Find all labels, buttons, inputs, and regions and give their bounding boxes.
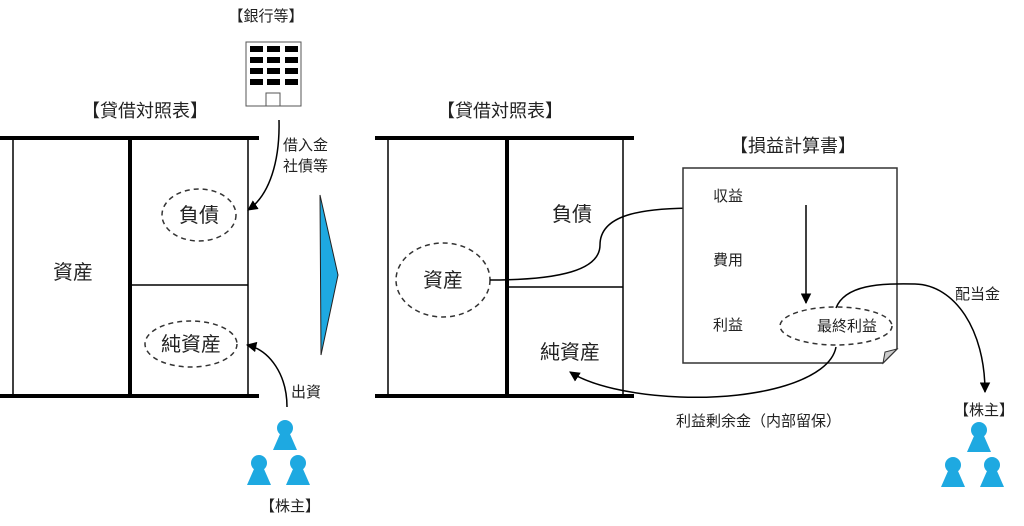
dividend-arrow [835,283,991,394]
pl-title: 【損益計算書】 [730,136,856,157]
bank: 【銀行等】 借入金 社債等 [228,7,328,211]
shareholders-icon [247,420,310,485]
liabilities-highlight [161,188,237,242]
assets-to-revenue-arrow [489,202,699,281]
pl-profit: 利益 [713,316,743,334]
borrowing-label-2: 社債等 [283,157,328,175]
left-balance-sheet: 【貸借対照表】 資産 負債 純資産 [0,101,259,398]
left-bs-liabilities: 負債 [179,203,219,227]
left-bs-assets: 資産 [53,260,93,284]
left-shareholders: 出資 【株主】 [245,341,321,515]
left-bs-title: 【貸借対照表】 [82,101,208,122]
income-statement: 【損益計算書】 収益 費用 利益 最終利益 [682,136,899,365]
borrowing-label-1: 借入金 [283,136,328,154]
investment-label: 出資 [291,383,321,401]
pl-final-profit: 最終利益 [817,317,877,335]
building-icon [245,41,302,107]
bank-label: 【銀行等】 [228,7,303,25]
right-bs-title: 【貸借対照表】 [437,101,563,122]
transition-arrow-icon [319,194,339,356]
net-assets-highlight [144,320,238,368]
dividend-label: 配当金 [955,285,1000,303]
right-balance-sheet: 【貸借対照表】 資産 負債 純資産 [375,101,634,398]
final-profit-highlight [779,306,893,346]
left-shareholders-label: 【株主】 [260,497,320,515]
shareholders-icon [941,422,1004,487]
right-bs-liabilities: 負債 [552,202,592,226]
borrowing-arrow [247,119,280,211]
right-shareholders: 【株主】 [941,401,1014,487]
retained-earnings-arrow [569,346,837,399]
retained-earnings-label: 利益剰余金（内部留保） [676,412,841,430]
pl-expenses: 費用 [713,251,743,269]
left-bs-net-assets: 純資産 [161,332,221,356]
investment-arrow [245,341,288,408]
right-bs-net-assets: 純資産 [540,340,600,364]
right-bs-assets: 資産 [423,268,463,292]
pl-revenue: 収益 [713,187,743,205]
right-shareholders-label: 【株主】 [954,401,1014,419]
